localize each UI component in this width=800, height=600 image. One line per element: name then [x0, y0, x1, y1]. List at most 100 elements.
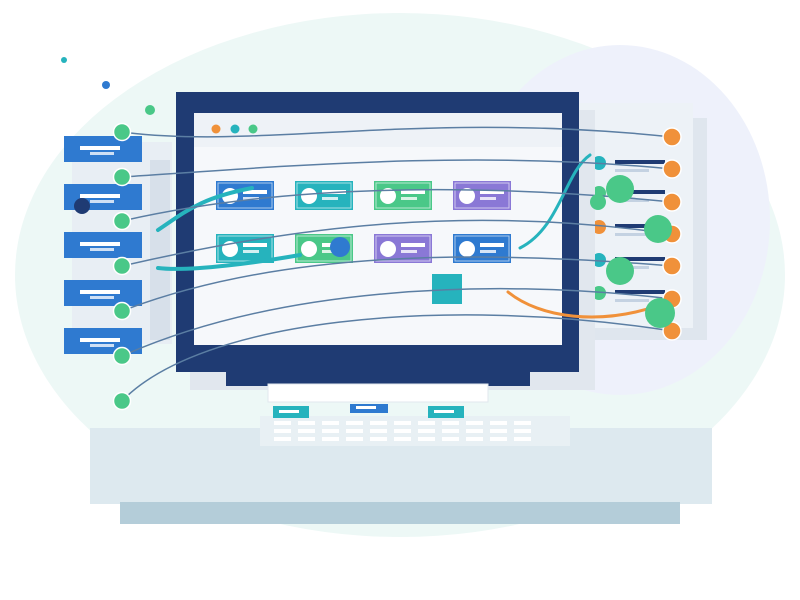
- tray-item-teal-2-bar: [434, 410, 454, 413]
- list-row-bar: [615, 224, 665, 228]
- desk-base: [120, 502, 680, 524]
- screen-card-bar: [322, 250, 338, 253]
- connector-line: [121, 126, 673, 138]
- list-row-bar: [615, 160, 665, 164]
- connector-line: [121, 314, 673, 402]
- connector-node-icon: [590, 194, 606, 210]
- connector-node-icon: [662, 127, 682, 147]
- keyboard-key: [298, 437, 315, 441]
- bottom-tray: [267, 383, 489, 418]
- server-unit-bar: [90, 248, 114, 251]
- monitor: [176, 92, 595, 390]
- keyboard-key: [370, 429, 387, 433]
- list-row-bar: [615, 233, 649, 236]
- connector-node-icon: [112, 301, 132, 321]
- keyboard-key: [274, 421, 291, 425]
- keyboard-key: [514, 429, 531, 433]
- screen-card-bar: [322, 197, 338, 200]
- screen-card-bar: [243, 243, 267, 247]
- keyboard-key: [442, 429, 459, 433]
- monitor-stand: [226, 366, 530, 386]
- server-status-icon: [74, 198, 90, 214]
- list-row-bar: [615, 299, 649, 302]
- teal-accent-curve: [156, 186, 254, 232]
- keyboard-key: [346, 437, 363, 441]
- screen-card-bar: [480, 250, 496, 253]
- connector-node-icon: [662, 192, 682, 212]
- connector-line: [121, 219, 673, 267]
- connector-node-icon: [662, 159, 682, 179]
- orange-accent-curve: [506, 290, 662, 319]
- connector-node-icon: [112, 256, 132, 276]
- keyboard-key: [442, 421, 459, 425]
- keyboard-key: [370, 437, 387, 441]
- tray-item-blue-bar: [356, 406, 376, 409]
- screen-card-border: [375, 235, 431, 262]
- screen-card-bar: [401, 197, 417, 200]
- screen-card-border: [296, 235, 352, 262]
- orange-dot-icon: [211, 124, 221, 134]
- tray-item-teal-bar: [279, 410, 299, 413]
- list-row-bar: [615, 190, 665, 194]
- left-panel-shadow: [150, 160, 170, 340]
- screen-card-border: [217, 235, 273, 262]
- keyboard-key: [418, 437, 435, 441]
- keyboard-key: [466, 421, 483, 425]
- keyboard-key: [274, 429, 291, 433]
- avatar-circle-icon: [380, 241, 396, 257]
- connector-line: [121, 287, 673, 357]
- green-dot-icon: [248, 124, 258, 134]
- server-unit-bar: [80, 242, 120, 246]
- scattered-dot: [145, 105, 155, 115]
- server-unit-bar: [90, 344, 114, 347]
- server-unit-bar: [90, 200, 114, 203]
- teal-dot-icon: [230, 124, 240, 134]
- keyboard-key: [346, 429, 363, 433]
- screen-card-bar: [243, 190, 267, 194]
- keyboard-key: [490, 429, 507, 433]
- list-row-icon: [592, 253, 606, 267]
- connector-node-icon: [112, 122, 132, 142]
- keyboard-key: [514, 421, 531, 425]
- server-unit-bar: [90, 152, 114, 155]
- teal-accent-curve-lower: [156, 253, 302, 271]
- connector-node-icon: [112, 211, 132, 231]
- keyboard-key: [274, 437, 291, 441]
- screen-card-bar: [243, 197, 259, 200]
- server-unit-bar: [80, 146, 120, 150]
- list-row-bar: [615, 199, 649, 202]
- keyboard-key: [394, 437, 411, 441]
- list-row-icon: [592, 220, 606, 234]
- avatar-circle-icon: [301, 241, 317, 257]
- server-unit-bar: [80, 290, 120, 294]
- avatar-circle-icon: [380, 188, 396, 204]
- keyboard-key: [418, 429, 435, 433]
- keyboard: [260, 416, 570, 446]
- keyboard-key: [370, 421, 387, 425]
- connector-node-icon: [644, 215, 672, 243]
- connector-node-icon: [112, 167, 132, 187]
- screen-card-bar: [480, 190, 504, 194]
- screen-card-grid: [216, 181, 511, 263]
- keyboard-key: [298, 429, 315, 433]
- screen-card-bar: [401, 250, 417, 253]
- connector-line: [121, 256, 673, 312]
- list-row-bar: [615, 257, 665, 261]
- screen-card-bar: [243, 250, 259, 253]
- avatar-circle-icon: [459, 188, 475, 204]
- tray-panel: [267, 383, 489, 403]
- connector-line: [121, 188, 673, 222]
- scattered-dot: [102, 81, 110, 89]
- keyboard-key: [322, 421, 339, 425]
- keyboard-key: [442, 437, 459, 441]
- screen-card-border: [454, 235, 510, 262]
- server-unit-bar: [80, 338, 120, 342]
- server-unit-bar: [90, 296, 114, 299]
- avatar-circle-icon: [459, 241, 475, 257]
- keyboard-key: [298, 421, 315, 425]
- keyboard-key: [490, 421, 507, 425]
- connector-node-icon: [330, 237, 350, 257]
- keyboard-key: [466, 429, 483, 433]
